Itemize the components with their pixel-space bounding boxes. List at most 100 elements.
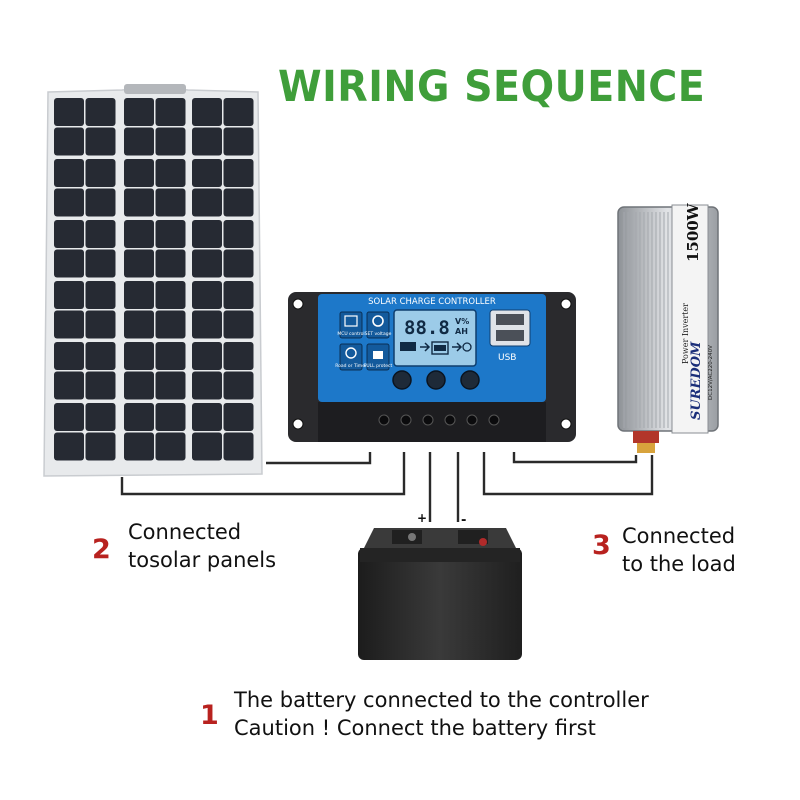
solar-cell — [54, 127, 84, 156]
solar-cell — [155, 188, 186, 217]
solar-cell — [85, 220, 116, 248]
inverter-power-label: 1500W — [684, 202, 702, 262]
solar-cell — [85, 249, 116, 278]
solar-cell — [85, 432, 116, 461]
solar-cell — [223, 310, 254, 339]
lcd-unit-bottom: AH — [455, 327, 468, 336]
solar-cell — [54, 159, 84, 187]
solar-cell — [223, 342, 254, 370]
solar-cell — [192, 371, 222, 400]
solar-cell — [54, 371, 84, 400]
solar-cell — [192, 220, 222, 248]
solar-cell — [155, 127, 186, 156]
solar-cell — [223, 188, 254, 217]
page-title: WIRING SEQUENCE — [278, 62, 706, 112]
gear-icon — [372, 315, 384, 327]
solar-cell — [155, 371, 186, 400]
solar-cell — [223, 281, 254, 309]
step-solar-panels: 2 Connected tosolar panels — [92, 516, 332, 580]
step-number: 2 — [92, 534, 111, 565]
solar-cell — [54, 220, 84, 248]
lcd-battery-icon — [431, 341, 449, 355]
controller-button-up — [426, 370, 446, 390]
solar-cell — [223, 432, 254, 461]
solar-cell — [155, 220, 186, 248]
solar-cell — [192, 249, 222, 278]
power-inverter: 1500W SUREDOM Power Inverter DC12V/AC220… — [617, 202, 719, 453]
clock-icon — [345, 347, 357, 359]
solar-cell — [54, 310, 84, 339]
step-line: Connected — [622, 524, 736, 548]
solar-cell — [223, 403, 254, 431]
step-number: 1 — [200, 700, 219, 731]
solar-cell — [192, 98, 222, 126]
chip-icon — [344, 315, 358, 327]
solar-cell — [54, 432, 84, 461]
step-text: Connected to the load — [622, 522, 736, 578]
solar-cell — [223, 220, 254, 248]
step-line: Connected — [128, 520, 242, 544]
solar-panel — [43, 84, 263, 477]
usb-label: USB — [498, 353, 516, 363]
solar-cell — [124, 98, 154, 126]
terminal-screws — [378, 414, 500, 426]
solar-cell — [124, 188, 154, 217]
wire-panel-negative — [120, 452, 406, 496]
lcd-panel-icon — [400, 342, 416, 351]
wire-load-negative — [512, 452, 638, 464]
solar-cell — [124, 342, 154, 370]
solar-cell — [54, 281, 84, 309]
solar-cell — [223, 98, 254, 126]
menu-timer-label: Road or Timer — [335, 363, 367, 369]
solar-cell — [85, 98, 116, 126]
solar-cell — [155, 403, 186, 431]
wires — [120, 452, 654, 522]
lcd-value: 88.8 — [404, 317, 450, 339]
solar-cell — [85, 342, 116, 370]
solar-cell — [192, 310, 222, 339]
step-text: Connected tosolar panels — [128, 518, 276, 574]
menu-full-label: FULL protect — [364, 363, 393, 369]
inverter-model-label: Power Inverter — [681, 303, 690, 364]
solar-cell — [192, 127, 222, 156]
solar-cell — [85, 188, 116, 217]
solar-cell — [223, 371, 254, 400]
solar-cell — [192, 188, 222, 217]
step-line: The battery connected to the controller — [234, 688, 649, 712]
controller-button-down — [460, 370, 480, 390]
solar-cell — [192, 432, 222, 461]
solar-cell — [54, 403, 84, 431]
solar-cell — [192, 403, 222, 431]
solar-cell — [223, 159, 254, 187]
solar-cell — [124, 281, 154, 309]
solar-cell — [85, 281, 116, 309]
solar-cell — [155, 249, 186, 278]
solar-cell — [85, 371, 116, 400]
step-number: 3 — [592, 530, 611, 561]
solar-cell — [124, 371, 154, 400]
wire-panel-positive — [266, 452, 372, 465]
solar-cell — [85, 159, 116, 187]
panel-cells — [54, 98, 254, 461]
battery-negative-label: - — [461, 513, 466, 528]
solar-cell — [155, 432, 186, 461]
solar-cell — [155, 281, 186, 309]
step-load: 3 Connected to the load — [592, 522, 792, 586]
solar-cell — [155, 310, 186, 339]
menu-set-label: SET voltage — [365, 331, 392, 337]
solar-cell — [85, 127, 116, 156]
charge-controller: SOLAR CHARGE CONTROLLER MCU control SET … — [288, 292, 576, 442]
solar-cell — [124, 249, 154, 278]
battery-positive-label: + — [417, 511, 427, 525]
solar-cell — [223, 249, 254, 278]
solar-cell — [124, 220, 154, 248]
lcd-arrow-icon — [420, 342, 431, 352]
solar-cell — [54, 98, 84, 126]
lcd-unit-top: V% — [455, 317, 469, 326]
inverter-spec-label: DC12V/AC220-240V — [708, 345, 714, 400]
lock-icon — [373, 351, 383, 359]
controller-label: SOLAR CHARGE CONTROLLER — [368, 297, 496, 307]
step-line: tosolar panels — [128, 548, 277, 572]
